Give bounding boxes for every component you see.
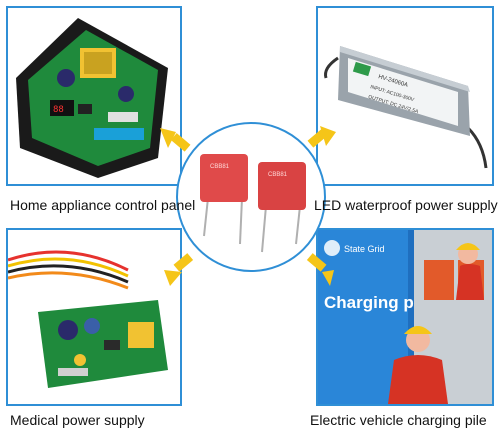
caption-medical-power: Medical power supply	[10, 412, 145, 428]
arrow-bottom-left-shaft	[173, 253, 194, 272]
caption-ev-charging: Electric vehicle charging pile	[310, 412, 487, 428]
center-capacitor-circle: CBB81 CBB81	[176, 122, 326, 272]
arrow-top-right-icon	[320, 126, 336, 146]
panel-ev-charging: State Grid Charging pile	[316, 228, 494, 406]
panel-home-appliance: 88	[6, 6, 182, 186]
arrow-top-left-icon	[160, 128, 176, 148]
capacitors-image: CBB81 CBB81	[200, 154, 306, 253]
panel-medical-power	[6, 228, 182, 406]
caption-led-power: LED waterproof power supply	[314, 197, 498, 213]
charging-pile-text: Charging pile	[324, 293, 433, 312]
capacitor-left-marking: CBB81	[210, 164, 230, 170]
panel-led-power: HV-24060A INPUT: AC100-300V OUTPUT: DC 2…	[316, 6, 494, 186]
state-grid-text: State Grid	[344, 244, 385, 254]
arrow-bottom-left-icon	[164, 270, 182, 286]
arrow-bottom-right-icon	[322, 270, 334, 286]
arrow-bottom-right-shaft	[306, 253, 327, 272]
arrow-top-left-shaft	[170, 133, 191, 152]
capacitor-right-marking: CBB81	[268, 172, 288, 178]
led-power-image: HV-24060A INPUT: AC100-300V OUTPUT: DC 2…	[324, 46, 488, 169]
capacitor-left	[200, 154, 248, 202]
medical-power-image	[8, 250, 168, 388]
svg-text:88: 88	[53, 105, 64, 115]
arrow-top-right-shaft	[307, 129, 328, 148]
caption-home-appliance: Home appliance control panel	[10, 197, 196, 213]
capacitor-right	[258, 162, 306, 210]
control-board-image: 88	[16, 18, 168, 178]
ev-charging-image: State Grid Charging pile	[318, 230, 492, 404]
